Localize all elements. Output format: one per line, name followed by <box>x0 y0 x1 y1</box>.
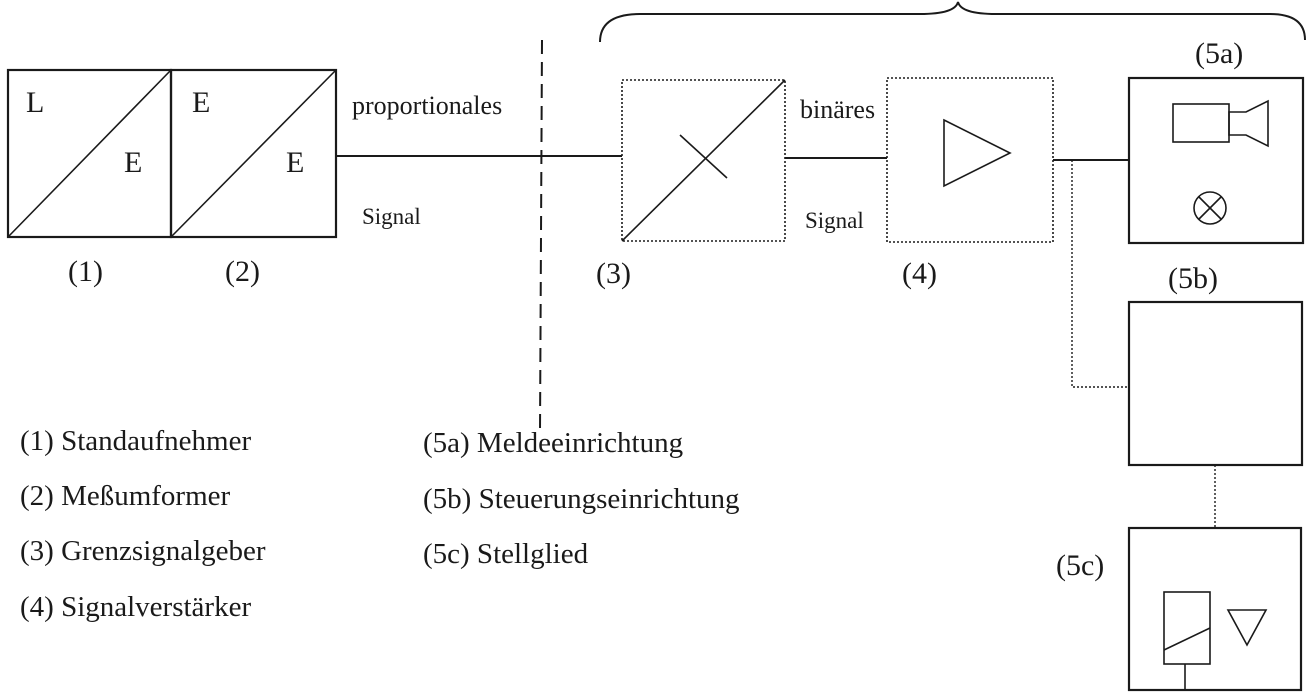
valve-actuator-icon <box>1163 591 1211 690</box>
block-1-number: (1) <box>68 255 103 288</box>
block-3-number: (3) <box>596 257 631 290</box>
block-5b-number: (5b) <box>1168 262 1218 295</box>
legend-item-2: (2) Meßumformer <box>20 480 231 512</box>
legend-item-5c: (5c) Stellglied <box>423 538 589 570</box>
block-2-transducer: E E <box>169 68 338 239</box>
proportional-signal-label-bottom: Signal <box>362 204 421 229</box>
legend-item-5a: (5a) Meldeeinrichtung <box>423 427 683 459</box>
block-1-input-label: L <box>26 86 44 119</box>
legend-item-4: (4) Signalverstärker <box>20 591 251 623</box>
amplifier-triangle-icon <box>943 118 1012 188</box>
lamp-icon <box>1193 191 1227 225</box>
block-5b-control-device <box>1127 300 1304 467</box>
legend-left: (1) Standaufnehmer (2) Meßumformer (3) G… <box>20 425 266 623</box>
block-1-level-sensor: L E <box>6 68 173 239</box>
binary-signal-label-top: binäres <box>800 95 875 124</box>
top-brace <box>599 1 1306 43</box>
legend-item-3: (3) Grenzsignalgeber <box>20 535 266 567</box>
binary-signal-label-bottom: Signal <box>805 208 864 233</box>
separation-dashed-line <box>539 39 543 433</box>
legend-right: (5a) Meldeeinrichtung (5b) Steuerungsein… <box>423 427 740 570</box>
connector-to-5b <box>1071 160 1129 388</box>
block-4-signal-amplifier <box>886 77 1054 243</box>
block-2-number: (2) <box>225 255 260 288</box>
block-5c-number: (5c) <box>1056 549 1104 582</box>
camera-icon <box>1172 99 1269 148</box>
block-5a-number: (5a) <box>1195 37 1243 70</box>
valve-triangle-icon <box>1226 609 1268 647</box>
block-1-output-label: E <box>124 146 142 179</box>
block-2-input-label: E <box>192 86 210 119</box>
proportional-signal-label-top: proportionales <box>352 91 502 120</box>
block-4-number: (4) <box>902 257 937 290</box>
block-5a-signaling-device <box>1127 76 1305 245</box>
legend-item-1: (1) Standaufnehmer <box>20 425 251 457</box>
block-5c-actuator <box>1127 526 1303 692</box>
block-2-output-label: E <box>286 146 304 179</box>
legend-item-5b: (5b) Steuerungseinrichtung <box>423 483 740 515</box>
block-3-limit-signal-transmitter <box>621 79 786 242</box>
